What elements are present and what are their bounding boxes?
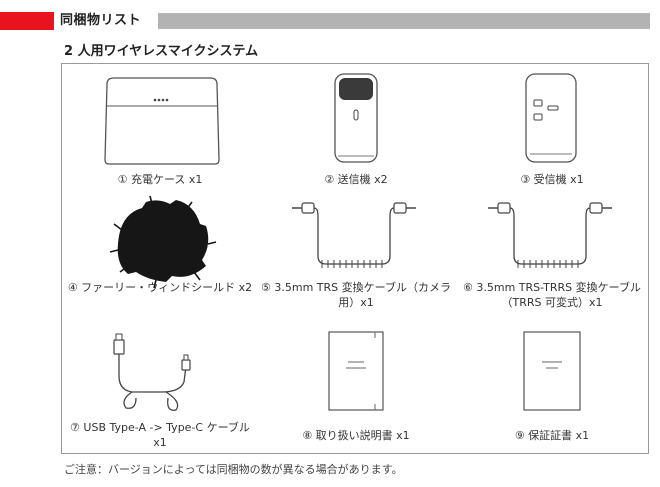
charging-case-icon (104, 77, 220, 165)
manual-booklet-icon (328, 331, 384, 411)
item-transmitter: ② 送信機 x2 (258, 64, 454, 194)
furry-windshield-icon (109, 195, 217, 289)
item-caption: ② 送信機 x2 (324, 173, 388, 186)
package-contents-grid: ① 充電ケース x1 ② 送信機 x2 ③ 受信機 x1 (61, 63, 649, 454)
item-caption: ④ ファーリー・ウィンドシールド x2 (67, 281, 253, 294)
item-furry-windshield: ④ ファーリー・ウィンドシールド x2 (62, 194, 258, 324)
item-usb-cable: ⑦ USB Type-A -> Type-C ケーブル x1 (62, 324, 258, 454)
item-warranty: ⑨ 保証証書 x1 (454, 324, 650, 454)
warranty-card-icon (523, 331, 581, 411)
usb-cable-icon (113, 333, 191, 411)
item-trs-cable: ⑤ 3.5mm TRS 変換ケーブル（カメラ用）x1 (258, 194, 454, 324)
section-header: 同梱物リスト (0, 12, 660, 30)
item-caption: ⑨ 保証証書 x1 (514, 429, 590, 442)
item-caption: ⑧ 取り扱い説明書 x1 (302, 429, 410, 442)
item-caption: ⑦ USB Type-A -> Type-C ケーブル x1 (70, 421, 250, 449)
item-receiver: ③ 受信機 x1 (454, 64, 650, 194)
version-note: ご注意：バージョンによっては同梱物の数が異なる場合があります。 (64, 463, 403, 476)
item-caption: ③ 受信機 x1 (520, 173, 584, 186)
header-divider-bar (158, 13, 650, 29)
receiver-icon (525, 73, 577, 163)
header-accent-bar (0, 12, 54, 30)
transmitter-icon (334, 73, 378, 163)
item-caption: ① 充電ケース x1 (117, 173, 203, 186)
trs-coiled-cable-icon (292, 202, 416, 268)
section-title: 同梱物リスト (60, 13, 142, 28)
product-title: 2 人用ワイヤレスマイクシステム (64, 44, 259, 59)
item-caption: ⑥ 3.5mm TRS-TRRS 変換ケーブル（TRRS 可変式）x1 (463, 281, 641, 309)
trrs-coiled-cable-icon (488, 202, 612, 268)
item-trrs-cable: ⑥ 3.5mm TRS-TRRS 変換ケーブル（TRRS 可変式）x1 (454, 194, 650, 324)
item-manual: ⑧ 取り扱い説明書 x1 (258, 324, 454, 454)
item-charging-case: ① 充電ケース x1 (62, 64, 258, 194)
item-caption: ⑤ 3.5mm TRS 変換ケーブル（カメラ用）x1 (261, 281, 451, 309)
